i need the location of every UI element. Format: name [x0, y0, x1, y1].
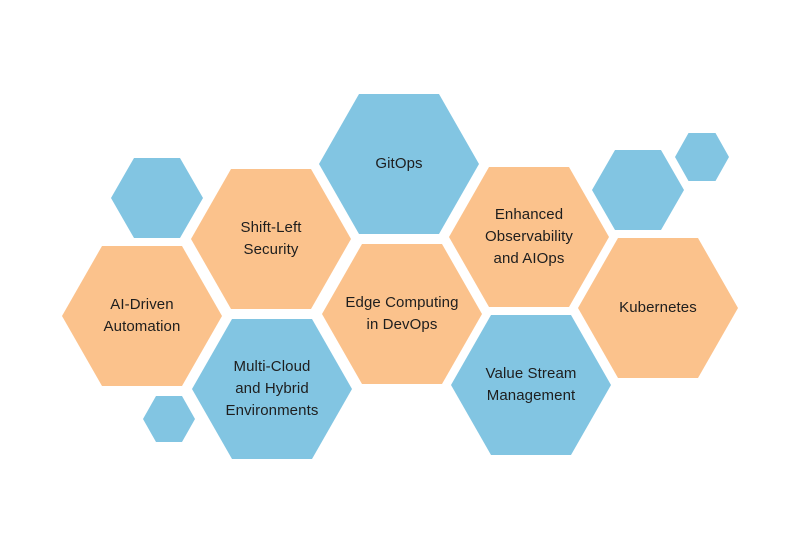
- hexagon-label: Shift-Left Security: [240, 219, 302, 258]
- hexagon-edge-computing-devops: Edge Computing in DevOps: [322, 244, 482, 384]
- hexagon-label: AI-Driven Automation: [103, 296, 181, 335]
- hexagon-shift-left-security: Shift-Left Security: [191, 169, 351, 309]
- hexagon-label: Multi-Cloud and Hybrid Environments: [225, 358, 319, 419]
- hexagon-label: Kubernetes: [619, 299, 697, 316]
- decor-hexagon-top-right-small: [675, 133, 729, 181]
- decor-hexagon-bottom-left-small: [143, 396, 195, 442]
- hexagon-gitops: GitOps: [319, 94, 479, 234]
- hexagon-label: Edge Computing in DevOps: [345, 294, 459, 333]
- hexagon-multi-cloud-hybrid-environments: Multi-Cloud and Hybrid Environments: [192, 319, 352, 459]
- hexagon-label: Enhanced Observability and AIOps: [485, 206, 573, 267]
- hexagon-label: GitOps: [375, 155, 423, 172]
- hexagon-value-stream-management: Value Stream Management: [451, 315, 611, 455]
- hexagon-label: Value Stream Management: [485, 365, 577, 404]
- decor-hexagon-top-right-medium: [592, 150, 684, 230]
- hexagon-enhanced-observability-aiops: Enhanced Observability and AIOps: [449, 167, 609, 307]
- hexagon-kubernetes: Kubernetes: [578, 238, 738, 378]
- hexagon-ai-driven-automation: AI-Driven Automation: [62, 246, 222, 386]
- decor-hexagon-top-left: [111, 158, 203, 238]
